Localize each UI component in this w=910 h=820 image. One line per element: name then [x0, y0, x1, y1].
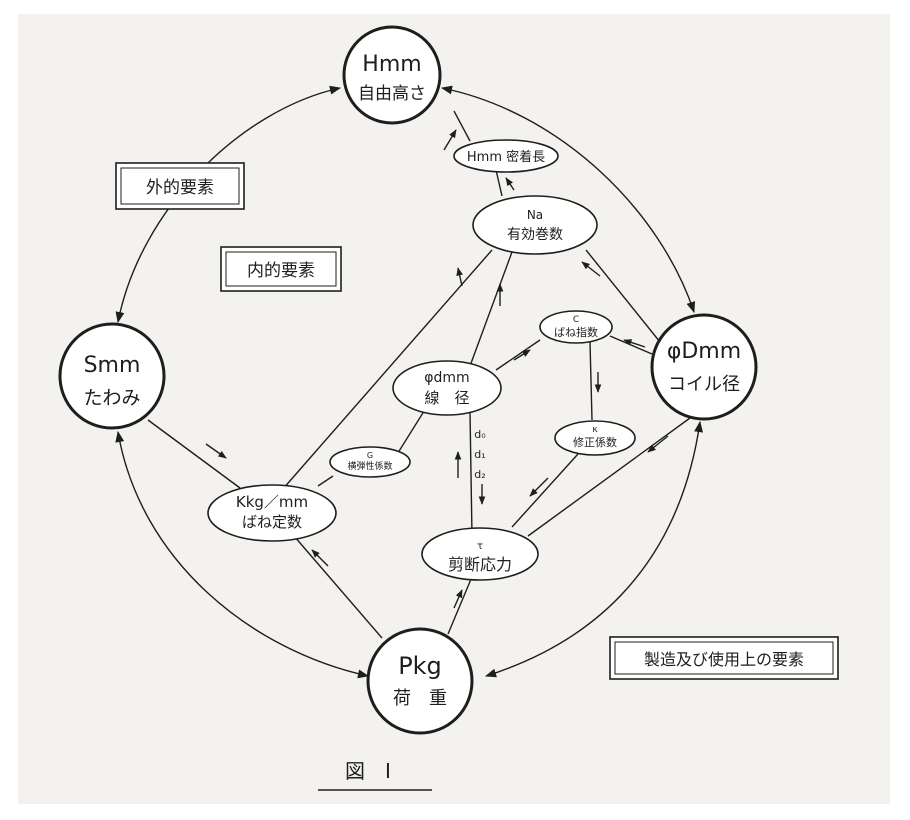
arrow-d-tau	[647, 435, 669, 453]
node-coil-diameter-label: コイル径	[668, 374, 740, 395]
node-spring-index-label: ばね指数	[554, 325, 598, 339]
line-s-k	[147, 419, 241, 489]
line-hs-h	[453, 110, 471, 142]
line-c-kappa	[589, 341, 593, 421]
arrow-s-k	[205, 443, 227, 459]
node-active-coils-label: 有効巻数	[507, 227, 563, 243]
line-k-na	[274, 249, 493, 499]
line-kappa-tau	[511, 453, 579, 528]
node-shear-stress: τ 剪断応力	[421, 527, 539, 581]
node-active-coils-symbol: Na	[527, 208, 543, 222]
wire-diameter-d1: d₁	[474, 448, 485, 461]
node-shear-stress-symbol: τ	[477, 541, 483, 552]
box-manufacturing-factors: 製造及び使用上の要素	[609, 636, 839, 680]
node-wire-diameter-symbol: φdmm	[424, 370, 469, 386]
figure-caption: 図 I	[345, 759, 391, 783]
arrow-d-c	[623, 339, 646, 348]
node-correction-factor: κ 修正係数	[554, 420, 636, 456]
arrow-p-tau	[453, 589, 463, 609]
node-free-height: Hmm 自由高さ	[342, 25, 442, 125]
node-deflection-label: たわみ	[83, 387, 140, 409]
line-g-wire	[395, 407, 427, 457]
wire-diameter-d0: d₀	[474, 428, 486, 441]
line-d-na	[585, 249, 661, 343]
node-coil-diameter-symbol: φDmm	[667, 339, 741, 364]
node-correction-factor-label: 修正係数	[573, 435, 617, 449]
arc-d-p	[484, 420, 703, 678]
node-solid-height: Hmm 密着長	[453, 139, 559, 173]
node-shear-modulus-label: 横弾性係数	[347, 460, 392, 472]
line-wire-na	[469, 251, 513, 367]
node-spring-constant-label: ばね定数	[242, 513, 302, 531]
line-p-k	[293, 535, 383, 639]
wire-diameter-d2: d₂	[474, 468, 485, 481]
node-deflection: Smm たわみ	[58, 322, 166, 430]
arrow-up-h	[443, 129, 457, 151]
line-d-tau	[527, 417, 691, 537]
node-spring-index-symbol: C	[573, 315, 579, 325]
arrow-p-k	[311, 549, 329, 567]
node-wire-diameter: φdmm 線 径	[392, 360, 502, 416]
node-active-coils: Na 有効巻数	[472, 195, 598, 255]
node-shear-modulus-symbol: G	[367, 451, 373, 460]
line-p-tau	[447, 571, 475, 635]
line-wire-tau	[469, 411, 473, 537]
node-free-height-symbol: Hmm	[362, 52, 421, 77]
node-load-label: 荷 重	[393, 688, 447, 709]
box-manufacturing-factors-label: 製造及び使用上の要素	[644, 650, 804, 669]
node-shear-modulus: G 横弾性係数	[329, 446, 411, 478]
line-k-g	[317, 475, 334, 487]
box-internal-factors-label: 内的要素	[247, 261, 315, 281]
node-load-symbol: Pkg	[398, 652, 442, 680]
node-load: Pkg 荷 重	[366, 627, 474, 735]
node-correction-factor-symbol: κ	[592, 425, 598, 435]
box-external-factors: 外的要素	[115, 162, 245, 210]
box-internal-factors: 内的要素	[220, 246, 342, 292]
node-coil-diameter: φDmm コイル径	[650, 313, 758, 421]
node-wire-diameter-label: 線 径	[424, 389, 469, 407]
arrow-d-na	[581, 261, 601, 277]
node-spring-constant-symbol: Kkg／mm	[236, 493, 308, 511]
line-na-hs	[495, 169, 503, 197]
arrow-kappa-tau	[529, 477, 549, 497]
node-deflection-symbol: Smm	[84, 353, 141, 378]
arrow-up-hs	[505, 177, 515, 191]
node-spring-index: C ばね指数	[539, 310, 613, 344]
arc-s-p	[115, 430, 370, 679]
node-spring-constant: Kkg／mm ばね定数	[207, 484, 337, 542]
box-external-factors-label: 外的要素	[146, 178, 214, 198]
arrow-up-na-left	[456, 267, 463, 287]
node-free-height-label: 自由高さ	[358, 84, 426, 104]
line-wire-c	[495, 339, 541, 371]
node-shear-stress-label: 剪断応力	[448, 555, 512, 574]
arc-h-d	[440, 85, 696, 314]
arrow-wire-c	[513, 349, 531, 361]
node-solid-height-label: Hmm 密着長	[467, 149, 545, 165]
